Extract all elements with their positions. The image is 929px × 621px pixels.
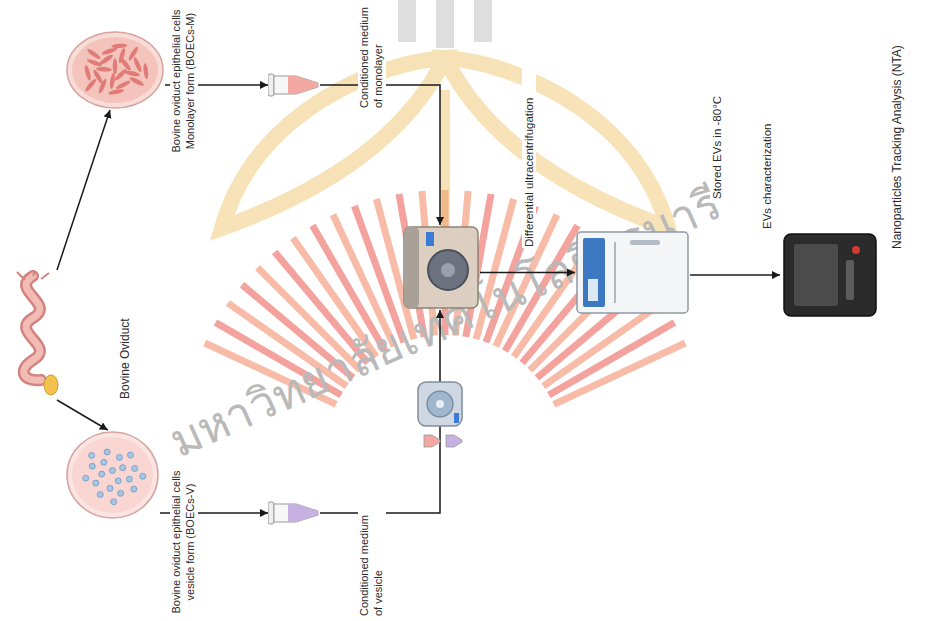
flow-arrow (690, 274, 780, 276)
figure-caption: Conditioned medium of monolayer (358, 1, 386, 109)
flow-arrow (480, 272, 575, 274)
figure-caption: Bovine Oviduct (118, 270, 133, 400)
oviduct-illustration (3, 270, 63, 400)
figure-caption: Conditioned medium of vesicle (358, 509, 386, 617)
flow-arrow (57, 110, 110, 270)
tube-monolayer (268, 70, 320, 100)
dish-figure: Bovine oviduct epithelial cells Monolaye… (65, 30, 165, 110)
petri-dish-monolayer (65, 30, 165, 110)
figure-caption: Stored EVs in -80°C (710, 60, 724, 200)
oviduct-figure: Bovine Oviduct (3, 270, 63, 400)
flow-arrow (57, 400, 108, 430)
freezer (575, 230, 690, 315)
figure-caption: Bovine oviduct epithelial cells vesicle … (170, 467, 198, 617)
tube-vesicle (268, 498, 320, 528)
nta-figure: Nanoparticles Tracking Analysis (NTA) (780, 230, 880, 320)
logo-pillar (398, 0, 416, 42)
freezer-figure: Stored EVs in -80°C (575, 230, 690, 315)
dish-figure: Bovine oviduct epithelial cells vesicle … (65, 430, 160, 520)
mini-centrifuge (410, 380, 470, 450)
figure-caption: Differential ultracentrifugation (522, 48, 536, 248)
centrifuge-figure: Differential ultracentrifugation (400, 225, 480, 310)
logo-leaf (222, 58, 445, 228)
logo-stem (440, 90, 450, 250)
tube-figure: Conditioned medium of vesicle (268, 498, 320, 528)
ultracentrifuge (400, 225, 480, 310)
logo-pillar (436, 0, 454, 48)
arrow-label: EVs characterization (760, 90, 774, 230)
tube-figure: Conditioned medium of monolayer (268, 70, 320, 100)
nta-instrument (780, 230, 880, 320)
figure-caption: Bovine oviduct epithelial cells Monolaye… (170, 3, 198, 159)
logo-pillar (474, 0, 492, 42)
petri-dish-vesicle (65, 430, 160, 520)
figure-caption: Nanoparticles Tracking Analysis (NTA) (890, 10, 905, 250)
